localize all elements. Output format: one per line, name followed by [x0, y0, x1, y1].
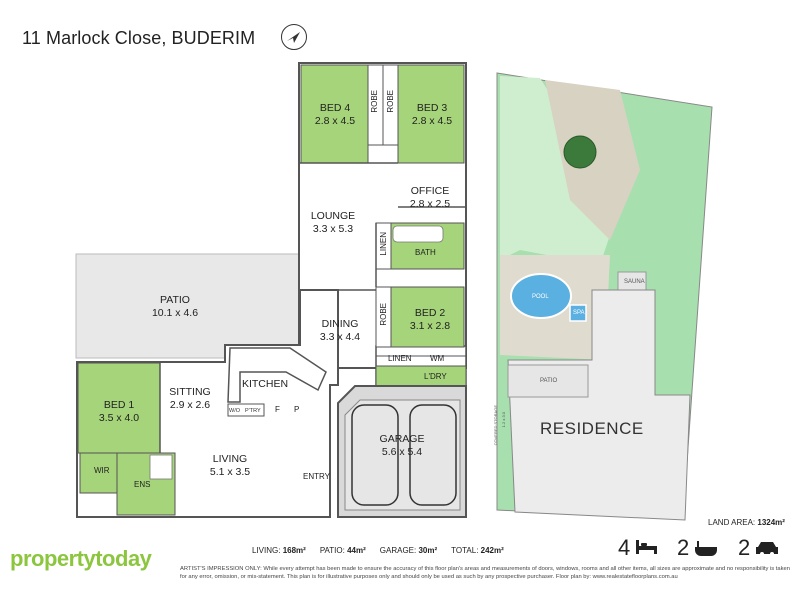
- bath-label: BATH: [415, 248, 436, 257]
- bed2-dim: 3.1 x 2.8: [409, 320, 451, 332]
- bath-icon: [695, 541, 717, 556]
- stat-garage-value: 30m²: [418, 546, 438, 555]
- wir-label: WIR: [94, 466, 110, 475]
- garage-name: GARAGE: [379, 433, 425, 445]
- bed-icon: [636, 540, 657, 554]
- patio-name: PATIO: [160, 294, 190, 306]
- lounge-dim: 3.3 x 5.3: [312, 223, 354, 235]
- sitting-dim: 2.9 x 2.6: [169, 399, 211, 411]
- land-area: LAND AREA: 1324m²: [708, 518, 785, 527]
- dining-name: DINING: [321, 318, 359, 330]
- room-bed4-label: BED 4 2.8 x 4.5: [305, 102, 365, 128]
- patio-dim: 10.1 x 4.6: [151, 307, 199, 319]
- area-stats: LIVING: 168m² PATIO: 44m² GARAGE: 30m² T…: [252, 546, 504, 555]
- entry-label: ENTRY: [303, 472, 330, 481]
- property-address-title: 11 Marlock Close, BUDERIM: [22, 28, 256, 48]
- bed4-name: BED 4: [319, 102, 351, 114]
- room-dining-label: DINING 3.3 x 4.4: [310, 318, 370, 344]
- stat-living-value: 168m²: [282, 546, 306, 555]
- sitting-name: SITTING: [169, 386, 211, 398]
- room-garage-label: GARAGE 5.6 x 5.4: [372, 433, 432, 459]
- site-sauna-label: SAUNA: [624, 279, 645, 285]
- dining-dim: 3.3 x 4.4: [319, 331, 361, 343]
- car-count: 2: [738, 535, 751, 560]
- room-office-label: OFFICE 2.8 x 2.5: [400, 185, 460, 211]
- living-dim: 5.1 x 3.5: [209, 466, 251, 478]
- wir-fill: [79, 452, 118, 494]
- bed4-fill: [300, 64, 369, 164]
- linen-a-label: LINEN: [379, 232, 388, 256]
- bed2-fill: [390, 286, 465, 348]
- stat-patio: PATIO: 44m²: [320, 546, 366, 555]
- pantry-label: P: [294, 405, 300, 414]
- ens-label: ENS: [134, 480, 151, 489]
- site-residence-label: RESIDENCE: [540, 419, 644, 438]
- room-kitchen-label: KITCHEN: [240, 378, 290, 391]
- site-patio-label: PATIO: [540, 378, 558, 384]
- north-compass-icon: [281, 24, 307, 50]
- room-lounge-label: LOUNGE 3.3 x 5.3: [303, 210, 363, 236]
- stat-total-label: TOTAL:: [451, 546, 479, 555]
- patio-area: [75, 253, 301, 359]
- bed3-dim: 2.8 x 4.5: [411, 115, 453, 127]
- stat-patio-label: PATIO:: [319, 546, 345, 555]
- room-sitting-label: SITTING 2.9 x 2.6: [165, 386, 215, 412]
- linen-b-label: LINEN: [388, 354, 412, 363]
- stat-living: LIVING: 168m²: [252, 546, 306, 555]
- bed4-dim: 2.8 x 4.5: [314, 115, 356, 127]
- land-area-value: 1324m²: [757, 518, 785, 527]
- bed1-fill: [77, 362, 161, 454]
- robe-c-label: ROBE: [379, 303, 388, 326]
- stat-patio-value: 44m²: [347, 546, 366, 555]
- bed-count: 4: [618, 535, 631, 560]
- stat-total-value: 242m²: [480, 546, 504, 555]
- bed2-name: BED 2: [414, 307, 446, 319]
- fridge-label: F: [275, 405, 280, 414]
- wo-label: W/O: [229, 408, 240, 414]
- stat-garage-label: GARAGE:: [379, 546, 417, 555]
- bed1-dim: 3.5 x 4.0: [98, 412, 140, 424]
- room-patio-label: PATIO 10.1 x 4.6: [145, 294, 205, 320]
- stat-garage: GARAGE: 30m²: [380, 546, 437, 555]
- site-covered-storage-label: COVERED STORAGE: [493, 405, 498, 446]
- land-area-label: LAND AREA:: [708, 518, 756, 527]
- ldry-label: L'DRY: [424, 372, 447, 381]
- robe-c-fill: [375, 286, 392, 348]
- kitchen-bench: [227, 347, 327, 417]
- garage-dim: 5.6 x 5.4: [381, 446, 423, 458]
- site-plan: [496, 72, 713, 521]
- bed3-name: BED 3: [416, 102, 448, 114]
- propertytoday-logo: propertytoday: [10, 546, 152, 571]
- ldry-fill: [375, 365, 467, 387]
- site-covered-storage-dim: 1.2 x 3.0: [501, 412, 506, 428]
- kitchen-name: KITCHEN: [241, 378, 289, 390]
- site-pool-label: POOL: [532, 294, 549, 300]
- disclaimer-text: ARTIST'S IMPRESSION ONLY: While every at…: [180, 566, 790, 580]
- bed3-fill: [397, 64, 465, 164]
- stat-total: TOTAL: 242m²: [451, 546, 504, 555]
- wm-label: WM: [430, 354, 445, 363]
- room-bed3-label: BED 3 2.8 x 4.5: [402, 102, 462, 128]
- garage-area: [337, 385, 467, 518]
- robe-b-label: ROBE: [386, 90, 395, 113]
- office-name: OFFICE: [410, 185, 450, 197]
- bed1-name: BED 1: [103, 399, 135, 411]
- room-bed2-label: BED 2 3.1 x 2.8: [400, 307, 460, 333]
- ptry-label: P'TRY: [245, 408, 261, 414]
- lounge-name: LOUNGE: [310, 210, 356, 222]
- room-bed1-label: BED 1 3.5 x 4.0: [89, 399, 149, 425]
- bath-count: 2: [677, 535, 690, 560]
- car-icon: [756, 542, 778, 556]
- office-dim: 2.8 x 2.5: [409, 198, 451, 210]
- living-name: LIVING: [212, 453, 248, 465]
- site-spa-label: SPA: [573, 310, 585, 316]
- stat-living-label: LIVING:: [252, 546, 281, 555]
- robe-a-label: ROBE: [370, 90, 379, 113]
- room-living-label: LIVING 5.1 x 3.5: [200, 453, 260, 479]
